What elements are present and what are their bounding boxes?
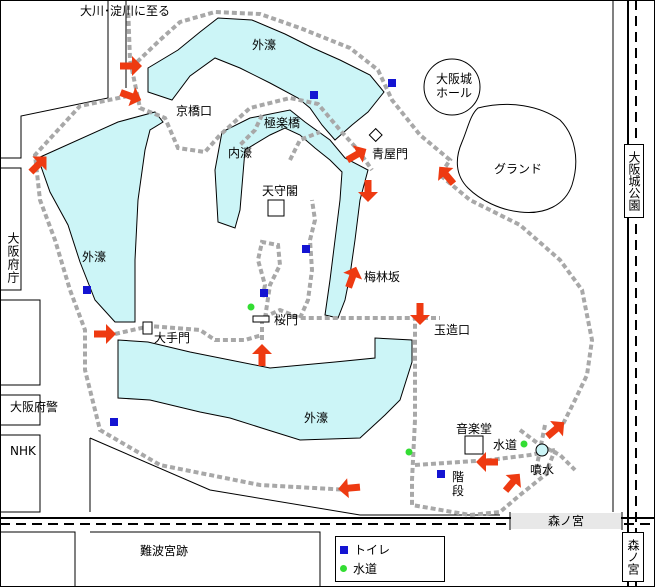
legend-toilet-label: トイレ — [354, 543, 391, 557]
baibayashizaka-label: 梅林坂 — [364, 270, 401, 284]
legend-water: 水道 — [340, 560, 377, 577]
inner-moat-label: 内濠 — [228, 146, 253, 160]
fountain-circle — [535, 443, 549, 457]
outer-moat-top-label: 外濠 — [252, 38, 277, 52]
inner-moat — [214, 109, 369, 319]
outer-moat-bottom-label: 外濠 — [304, 411, 329, 425]
city-blocks — [0, 1, 614, 587]
ongakudo-building — [464, 435, 484, 455]
castle-hall-label: 大阪城 ホール — [435, 72, 472, 100]
outer-moat-left-label: 外濠 — [82, 250, 107, 264]
toilet-marker — [388, 79, 396, 87]
water-marker — [405, 448, 413, 456]
tamatsukuri-gate-label: 玉造口 — [434, 323, 471, 337]
toilet-marker — [310, 91, 318, 99]
funsui-label: 噴水 — [530, 463, 555, 477]
toilet-marker — [437, 470, 445, 478]
suido-label: 水道 — [493, 438, 518, 452]
water-marker — [520, 440, 528, 448]
nhk-label: NHK — [10, 444, 36, 458]
ground-label: グランド — [494, 162, 543, 176]
otemon-label: 大手門 — [154, 331, 191, 345]
tenshukaku-label: 天守閣 — [262, 184, 299, 198]
water-markers — [247, 303, 528, 456]
entrance-arrow — [117, 83, 145, 110]
naniwa-palace-label: 難波宮跡 — [140, 544, 189, 558]
aoyamon-gate-icon — [368, 127, 383, 143]
toilet-marker — [260, 289, 268, 297]
entrance-arrow — [410, 303, 430, 325]
entrance-arrow — [337, 477, 361, 500]
castle-hall-outline — [423, 58, 481, 116]
entrance-arrow — [476, 452, 498, 472]
toilet-icon — [340, 545, 348, 554]
entrance-arrow — [94, 324, 116, 344]
otemon-gate-icon — [142, 321, 153, 335]
ground-outline — [456, 103, 577, 214]
legend-water-label: 水道 — [353, 562, 378, 576]
toilet-marker — [83, 286, 91, 294]
toilet-marker — [110, 418, 118, 426]
sakuramon-gate-icon — [252, 315, 270, 323]
sakuramon-label: 桜門 — [274, 313, 299, 327]
osaka-pref-office-label: 大阪府庁 — [6, 232, 20, 284]
legend-toilet: トイレ — [340, 541, 390, 558]
toilet-markers — [83, 79, 445, 478]
morinomiya-band-label: 森ノ宮 — [511, 513, 621, 529]
water-icon — [340, 565, 347, 572]
gokurakubashi-label: 極楽橋 — [264, 116, 301, 130]
osaka-police-label: 大阪府警 — [10, 400, 59, 414]
outer-moat-left — [37, 111, 164, 323]
ongakudo-label: 音楽堂 — [456, 422, 493, 436]
water-marker — [247, 303, 255, 311]
entrance-arrow — [252, 344, 272, 366]
morinomiya-station-label: 森ノ宮 — [622, 532, 644, 582]
osakajo-park-station-label: 大阪城公園 — [624, 144, 644, 218]
aoyamon-label: 青屋門 — [372, 147, 409, 161]
tenshukaku-building — [267, 199, 285, 217]
kaidan-label: 階段 — [452, 470, 465, 498]
to-okawa-label: 大川･淀川に至る — [80, 4, 171, 18]
toilet-marker — [302, 245, 310, 253]
map-legend: トイレ 水道 — [335, 536, 445, 582]
kyobashi-gate-label: 京橋口 — [176, 104, 213, 118]
outer-moat-bottom — [117, 337, 413, 441]
